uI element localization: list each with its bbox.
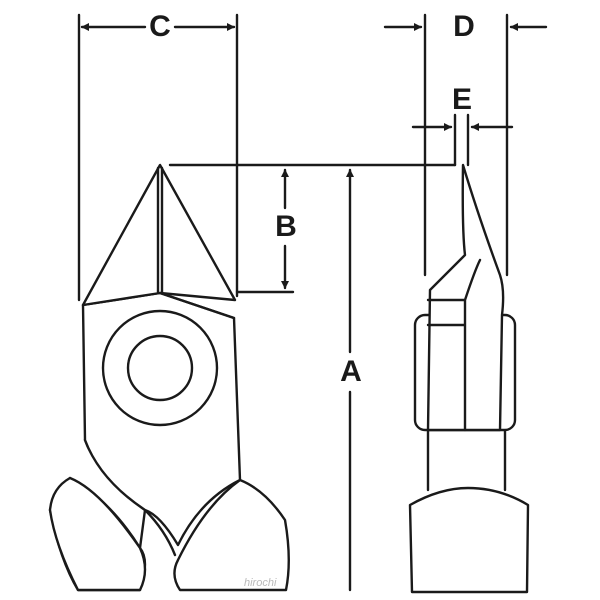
side-inner-lines: [426, 258, 482, 432]
label-b: B: [275, 210, 297, 243]
dimension-e: [411, 113, 514, 167]
dimension-d: [383, 13, 548, 277]
pivot-inner: [126, 334, 194, 402]
pliers-body: [81, 291, 242, 547]
front-view: [48, 163, 290, 592]
label-c: C: [149, 10, 171, 43]
left-grip: [48, 476, 147, 592]
right-grip: [173, 478, 290, 592]
pivot-outer: [101, 309, 219, 427]
jaw-line: [156, 166, 236, 320]
label-d: D: [453, 10, 475, 43]
dimension-c: [77, 13, 239, 302]
handle-inner-left: [143, 508, 177, 557]
label-a: A: [340, 355, 362, 388]
side-view: [408, 163, 530, 594]
label-e: E: [451, 83, 473, 116]
side-handle: [426, 428, 507, 492]
side-grip: [408, 486, 530, 594]
dimension-b: [168, 163, 457, 294]
watermark: hirochi: [244, 577, 277, 589]
